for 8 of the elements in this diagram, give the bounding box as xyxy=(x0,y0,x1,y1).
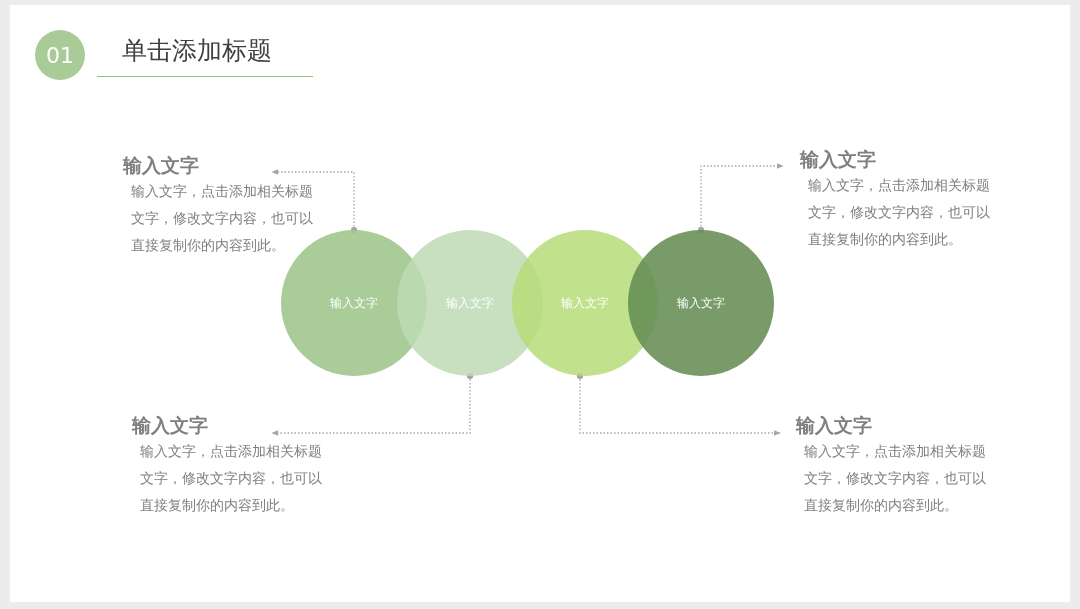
text-body: 输入文字，点击添加相关标题文字，修改文字内容，也可以直接复制你的内容到此。 xyxy=(140,442,322,515)
text-body: 输入文字，点击添加相关标题文字，修改文字内容，也可以直接复制你的内容到此。 xyxy=(804,442,986,515)
text-heading: 输入文字 xyxy=(800,147,877,172)
text-heading: 输入文字 xyxy=(132,413,209,438)
text-heading: 输入文字 xyxy=(123,153,200,178)
slide-title: 单击添加标题 xyxy=(122,35,272,67)
text-heading: 输入文字 xyxy=(796,413,873,438)
text-body: 输入文字，点击添加相关标题文字，修改文字内容，也可以直接复制你的内容到此。 xyxy=(808,176,990,249)
